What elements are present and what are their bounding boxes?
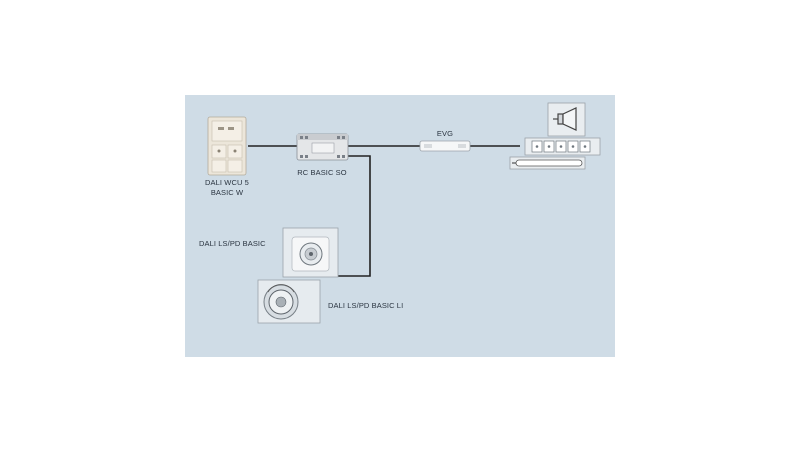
label-rc-basic-so: RC BASIC SO: [297, 168, 347, 177]
fluorescent-tube-icon: [509, 156, 586, 170]
label-evg: EVG: [436, 129, 454, 138]
wire-rc-to-sensor: [338, 155, 371, 277]
lamp-group: [509, 102, 601, 170]
label-wcu-line1: DALI WCU 5: [205, 178, 249, 187]
spot-lamp-icon: [553, 107, 577, 131]
relay-controller: [296, 133, 349, 161]
label-lspd-basic-li: DALI LS/PD BASIC LI: [328, 301, 404, 310]
label-lspd-basic: DALI LS/PD BASIC: [199, 239, 266, 248]
wires: [248, 145, 520, 277]
wall-control-unit: [207, 116, 247, 176]
light-presence-sensor: [282, 227, 339, 278]
label-wcu-line2: BASIC W: [210, 188, 244, 197]
electronic-ballast: [419, 140, 471, 152]
light-presence-sensor-li: [257, 279, 321, 324]
